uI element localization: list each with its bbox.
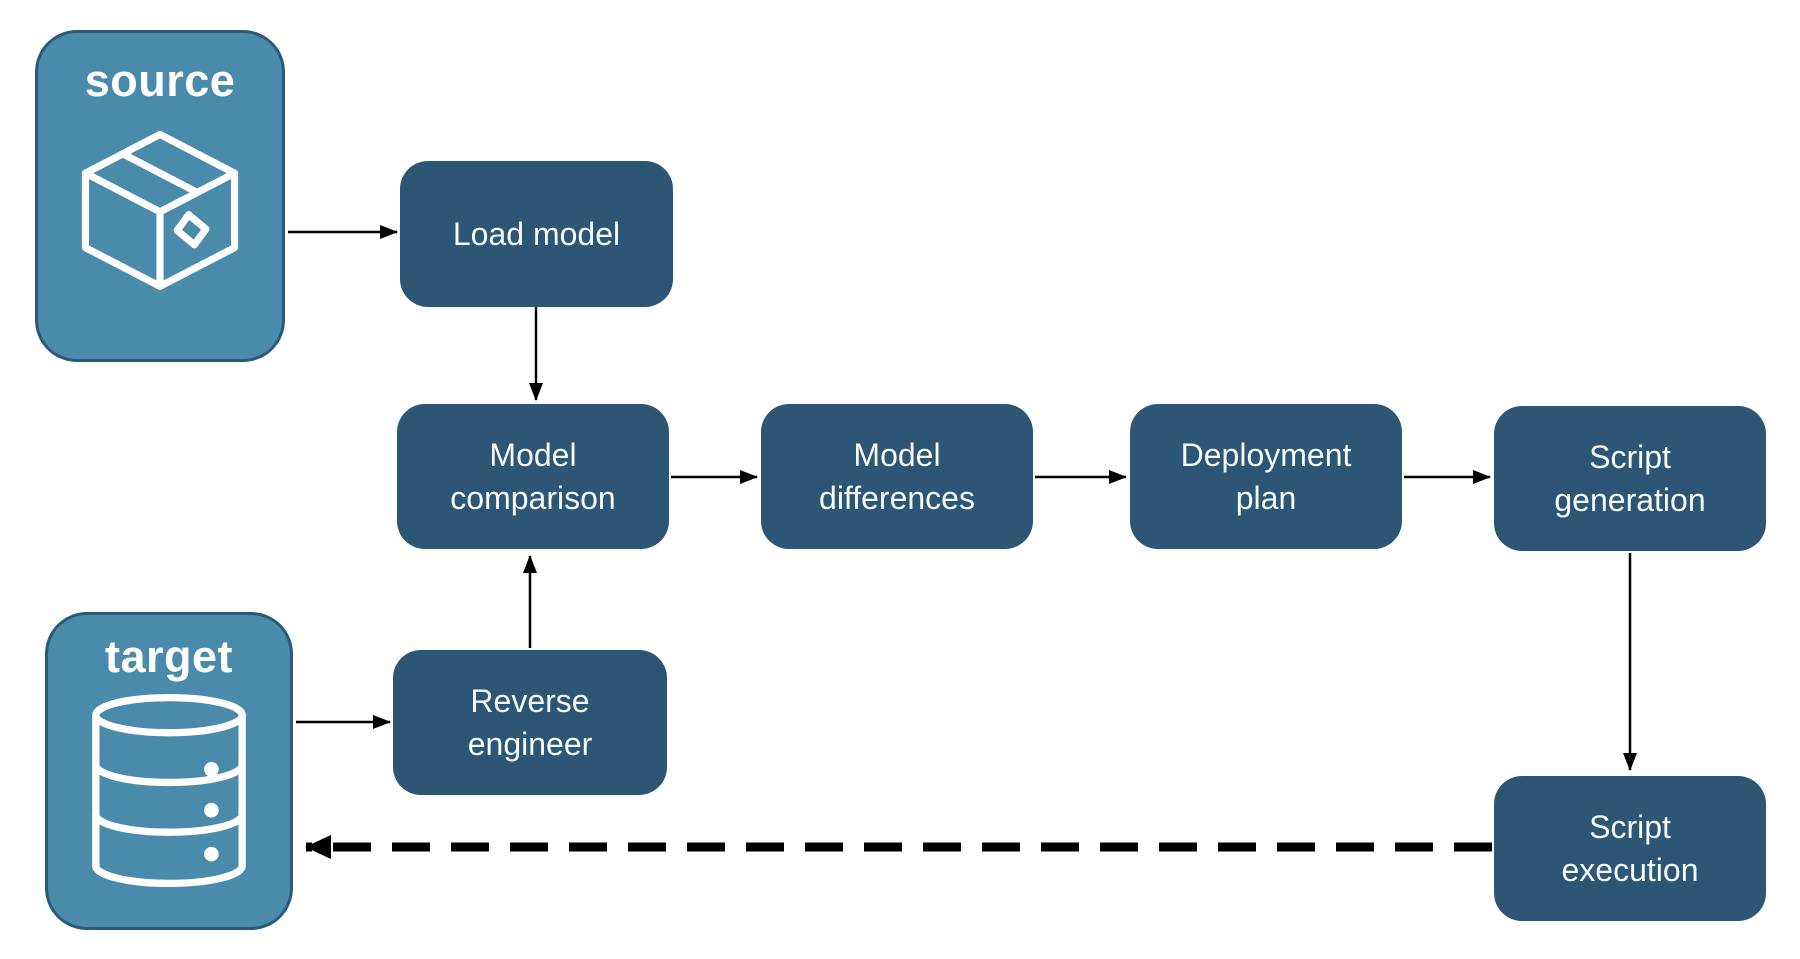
script-generation-label: Script generation xyxy=(1554,439,1706,518)
model-differences-label: Model differences xyxy=(819,437,975,516)
model-comparison-label: Model comparison xyxy=(450,437,616,516)
node-model-comparison: Model comparison xyxy=(397,404,669,549)
node-load-model: Load model xyxy=(400,161,673,307)
node-model-differences: Model differences xyxy=(761,404,1033,549)
source-label: source xyxy=(84,55,236,106)
node-target: target xyxy=(45,612,293,930)
node-reverse-engineer: Reverse engineer xyxy=(393,650,667,795)
database-icon xyxy=(92,693,246,888)
deployment-plan-label: Deployment plan xyxy=(1180,437,1352,516)
script-execution-label: Script execution xyxy=(1561,809,1699,888)
target-label: target xyxy=(104,631,234,682)
load-model-label: Load model xyxy=(452,215,621,252)
node-script-execution: Script execution xyxy=(1494,776,1766,921)
node-script-generation: Script generation xyxy=(1494,406,1766,551)
node-deployment-plan: Deployment plan xyxy=(1130,404,1402,549)
package-icon xyxy=(81,130,239,290)
node-source: source xyxy=(35,30,285,362)
reverse-engineer-label: Reverse engineer xyxy=(467,683,593,762)
